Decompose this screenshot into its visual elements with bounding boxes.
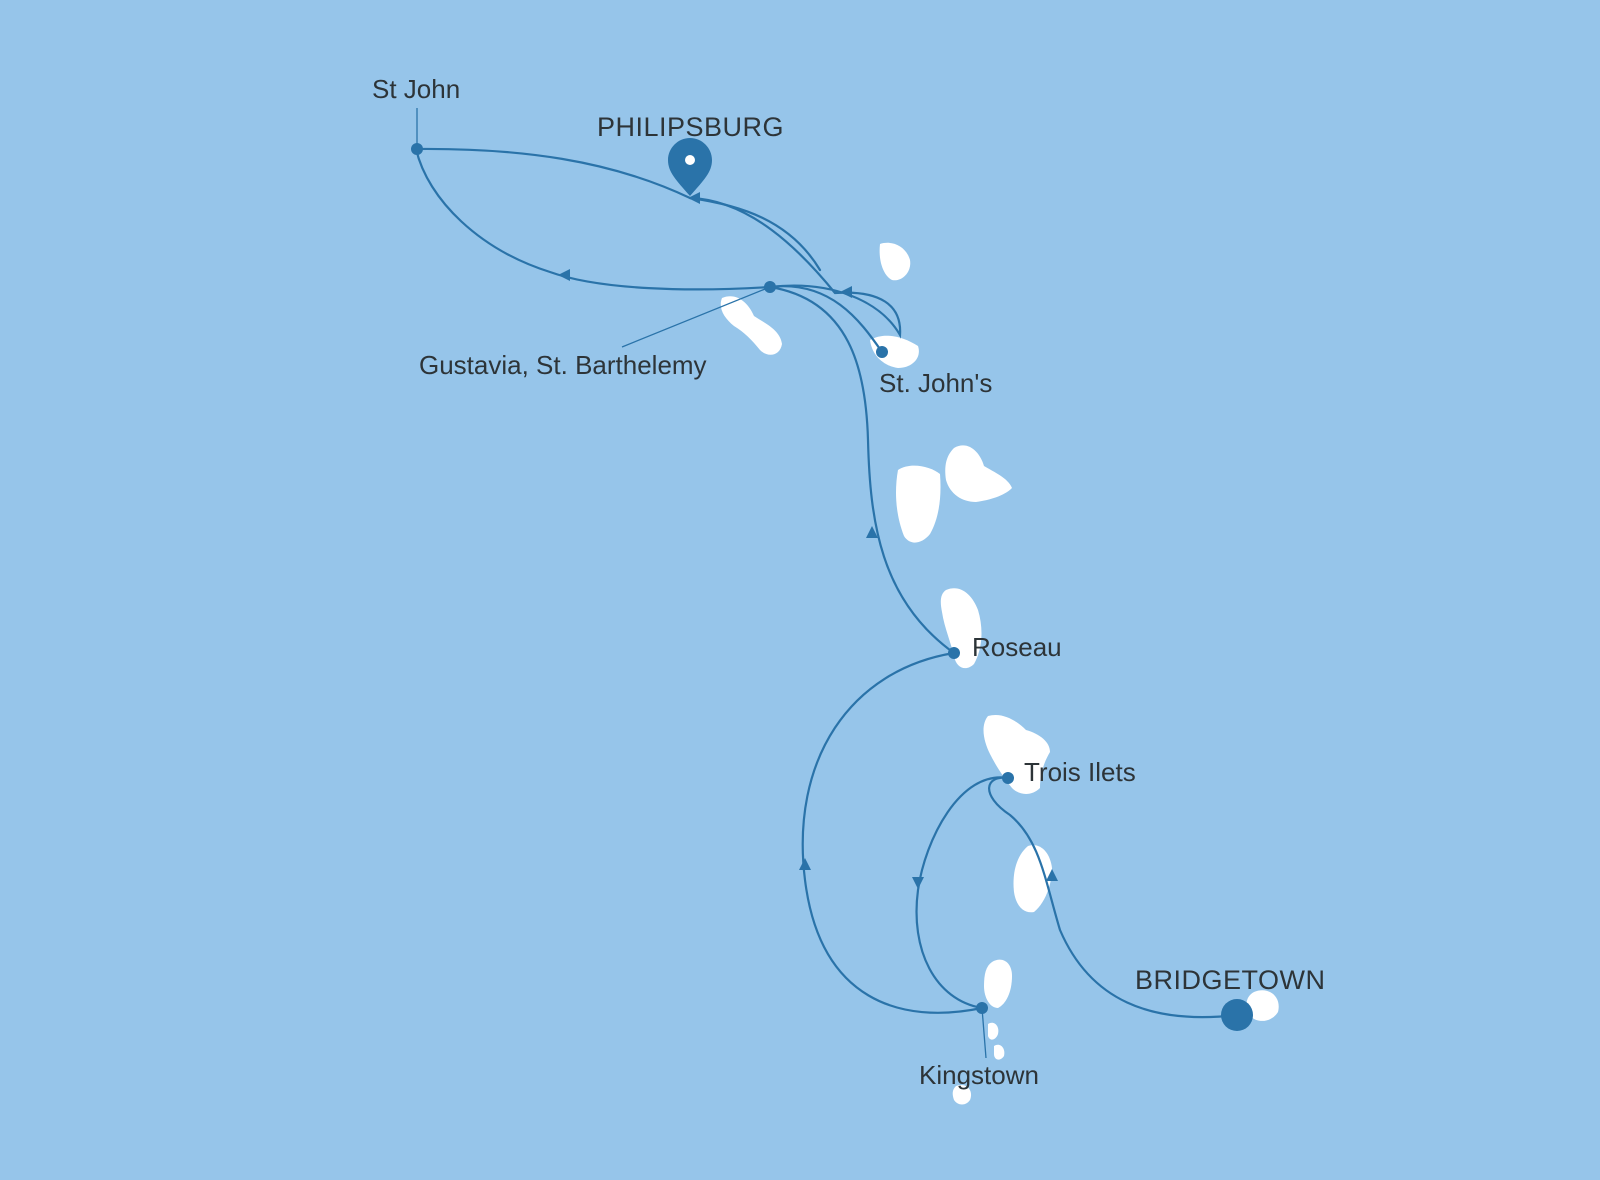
port-label-st-johns: St. John's [879, 368, 992, 398]
route-st-johns-gustavia-st-john [414, 147, 884, 354]
island-grenadines [988, 1022, 1005, 1060]
port-dot-gustavia[interactable] [764, 281, 776, 293]
arrow-icon [840, 286, 852, 298]
arrow-icon [912, 877, 924, 889]
island-basse-terre [896, 465, 941, 543]
port-labels: PHILIPSBURG St John Gustavia, St. Barthe… [372, 74, 1326, 1090]
island-dominica [940, 588, 982, 669]
direction-arrows [558, 192, 1058, 889]
leader-gustavia [621, 286, 771, 348]
end-port-label: PHILIPSBURG [597, 112, 784, 142]
start-port-label: BRIDGETOWN [1135, 965, 1326, 995]
leader-kingstown [981, 1007, 987, 1059]
island-grande-terre [945, 445, 1012, 502]
port-dot-st-john[interactable] [411, 143, 423, 155]
route-trois-ilets-kingstown [915, 776, 1010, 1010]
route-lines [414, 147, 1239, 1019]
island-barbuda [879, 242, 911, 281]
map-pin-icon[interactable] [668, 138, 712, 196]
island-st-vincent [984, 959, 1012, 1008]
port-dot-st-johns[interactable] [876, 346, 888, 358]
port-label-gustavia: Gustavia, St. Barthelemy [419, 350, 707, 380]
port-dot-kingstown[interactable] [976, 1002, 988, 1014]
island-antigua [870, 335, 919, 368]
islands [720, 242, 1279, 1105]
port-label-kingstown: Kingstown [919, 1060, 1039, 1090]
route-kingstown-roseau [801, 651, 984, 1014]
island-martinique [983, 714, 1050, 794]
port-dot-trois-ilets[interactable] [1002, 772, 1014, 784]
route-roseau-st-johns [688, 196, 956, 655]
island-st-lucia [1013, 845, 1052, 913]
island-st-barthelemy [720, 296, 782, 355]
port-dot-roseau[interactable] [948, 647, 960, 659]
arrow-icon [799, 858, 811, 870]
route-bridgetown-trois-ilets [988, 776, 1239, 1019]
island-grenada [952, 1084, 972, 1105]
port-markers [411, 138, 1253, 1031]
route-st-john-philipsburg [414, 147, 822, 272]
port-label-roseau: Roseau [972, 632, 1062, 662]
leader-lines [416, 108, 987, 1059]
arrow-icon [866, 526, 878, 538]
arrow-icon [1046, 869, 1058, 881]
large-circle-marker[interactable] [1221, 999, 1253, 1031]
port-label-st-john: St John [372, 74, 460, 104]
port-label-trois-ilets: Trois Ilets [1024, 757, 1136, 787]
arrow-icon [558, 269, 570, 281]
arrow-icon [688, 192, 700, 204]
island-barbados [1246, 990, 1279, 1021]
